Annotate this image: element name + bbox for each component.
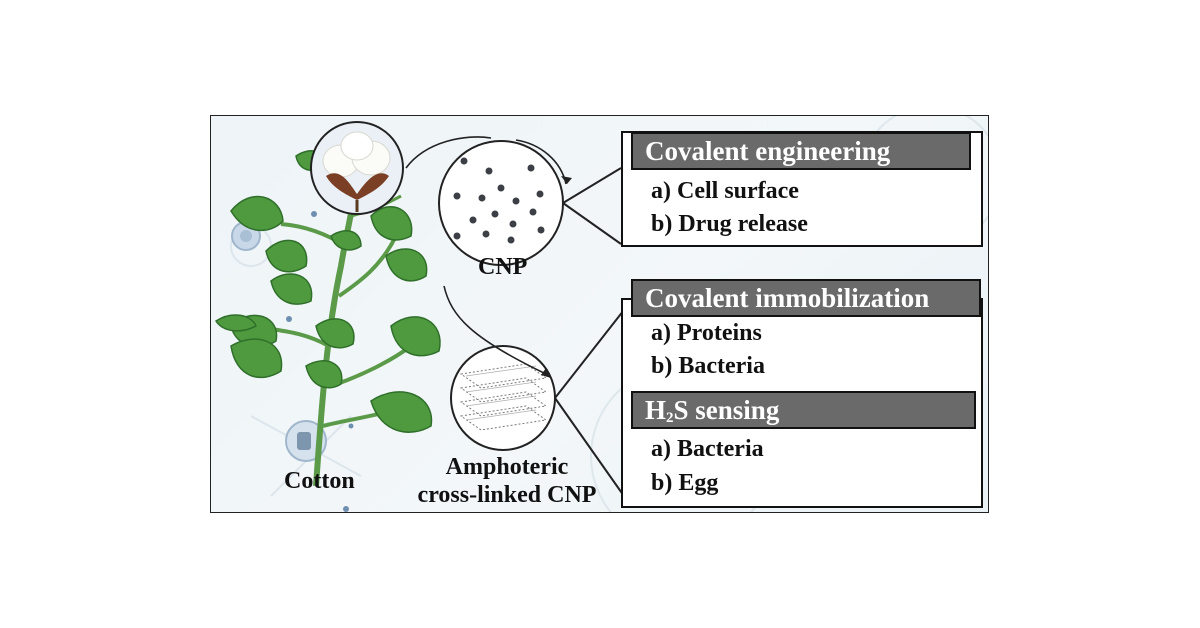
covalent-immobilization-header: Covalent immobilization (631, 279, 981, 317)
arrowhead (561, 176, 572, 184)
amphoteric-cnp-circle (450, 345, 556, 451)
covalent-immobilization-item-a: a) Proteins (651, 320, 762, 346)
amphoteric-label-line2: cross-linked CNP (417, 482, 597, 508)
cotton-label: Cotton (284, 468, 355, 494)
illustration-layer (214, 116, 988, 512)
h2s-title-suffix: S sensing (673, 395, 780, 425)
small-dots (286, 211, 354, 512)
covalent-engineering-item-a: a) Cell surface (651, 178, 799, 204)
cnp-particle-circle (438, 140, 564, 266)
covalent-engineering-header: Covalent engineering (631, 132, 971, 170)
h2s-sensing-item-a: a) Bacteria (651, 436, 764, 462)
h2s-sensing-item-b: b) Egg (651, 470, 719, 496)
h2s-title-prefix: H (645, 395, 667, 425)
amphoteric-label-line1: Amphoteric (445, 454, 569, 480)
zoom-connector-lines (554, 167, 632, 507)
covalent-immobilization-item-b: b) Bacteria (651, 353, 765, 379)
cnp-label: CNP (478, 254, 528, 280)
cotton-leaves (214, 150, 441, 433)
cotton-boll-circle (310, 121, 404, 215)
covalent-engineering-item-b: b) Drug release (651, 211, 808, 237)
graphical-abstract: CNP Cotton Amphoteric cross-linked CNP C… (210, 115, 989, 513)
h2s-title-subscript: 2 (666, 410, 674, 426)
arrowhead (541, 368, 551, 378)
h2s-sensing-header: H2S sensing (631, 391, 976, 429)
